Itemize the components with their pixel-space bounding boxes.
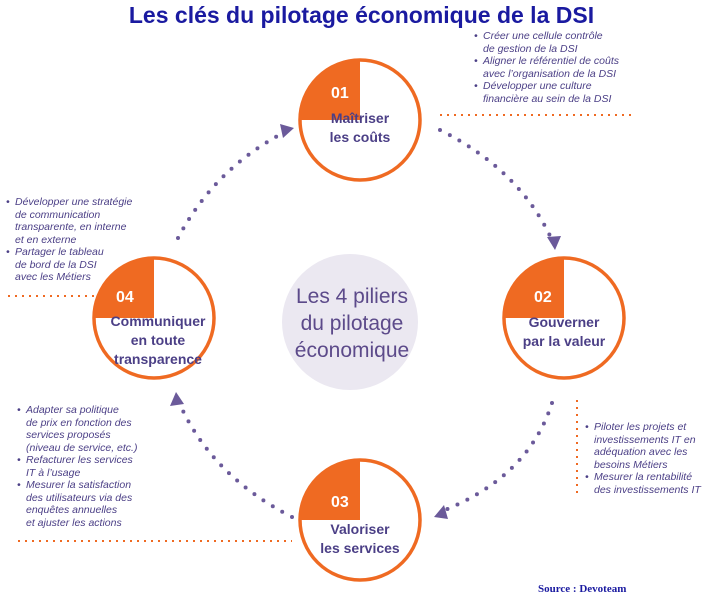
pillar-04-wedge: [94, 258, 154, 318]
center-circle: [282, 254, 418, 390]
connector-04-01: [176, 130, 287, 240]
note-item: Piloter les projets et investissements I…: [585, 421, 701, 471]
page-title: Les clés du pilotage économique de la DS…: [128, 2, 595, 28]
source-credit: Source : Devoteam: [538, 583, 627, 595]
pillar-03: [298, 458, 422, 582]
note-item: Partager le tableau de bord de la DSI av…: [6, 246, 132, 284]
pillar-04: [92, 256, 216, 380]
connector-02-03: [438, 401, 554, 514]
pillar-03-notes: Adapter sa politique de prix en fonction…: [17, 404, 137, 529]
pillar-03-wedge: [300, 460, 360, 520]
pillar-04-notes: Développer une stratégie de communicatio…: [6, 196, 132, 284]
pillar-01-number: 01: [331, 85, 349, 102]
note-item: Créer une cellule contrôle de gestion de…: [474, 30, 619, 55]
pillar-02-number: 02: [534, 289, 552, 306]
note-item: Adapter sa politique de prix en fonction…: [17, 404, 137, 454]
pillar-03-number: 03: [331, 494, 349, 511]
pillar-01-notes: Créer une cellule contrôle de gestion de…: [474, 30, 619, 105]
center-line-3: économique: [294, 339, 410, 362]
note-item: Développer une culture financière au sei…: [474, 80, 619, 105]
note-item: Mesurer la rentabilité des investissemen…: [585, 471, 701, 496]
connector-03-04: [176, 398, 294, 519]
pillar-01-wedge: [300, 60, 360, 120]
arrowhead-02: [547, 236, 561, 250]
center-line-2: du pilotage: [300, 312, 404, 335]
pillar-01: [298, 58, 422, 182]
center-label: Les 4 piliers du pilotage économique: [272, 283, 432, 364]
arrowhead-04: [170, 392, 184, 406]
note-item: Mesurer la satisfaction des utilisateurs…: [17, 479, 137, 529]
connector-01-02: [438, 128, 554, 242]
arrowhead-01: [280, 124, 294, 138]
note-item: Développer une stratégie de communicatio…: [6, 196, 132, 246]
pillar-02: [502, 256, 626, 380]
pillar-03-label: Valoriser les services: [320, 521, 400, 556]
pillar-01-label: Maîtriser les coûts: [329, 110, 391, 145]
pillar-02-label: Gouverner par la valeur: [522, 314, 606, 349]
pillar-04-label: Communiquer en toute transparence: [110, 313, 206, 367]
note-item: Aligner le référentiel de coûts avec l’o…: [474, 55, 619, 80]
pillar-02-wedge: [504, 258, 564, 318]
pillar-04-number: 04: [116, 289, 134, 306]
arrowhead-03: [434, 505, 448, 519]
note-item: Refacturer les services IT à l’usage: [17, 454, 137, 479]
center-line-1: Les 4 piliers: [295, 285, 409, 308]
pillar-02-notes: Piloter les projets et investissements I…: [585, 421, 701, 496]
